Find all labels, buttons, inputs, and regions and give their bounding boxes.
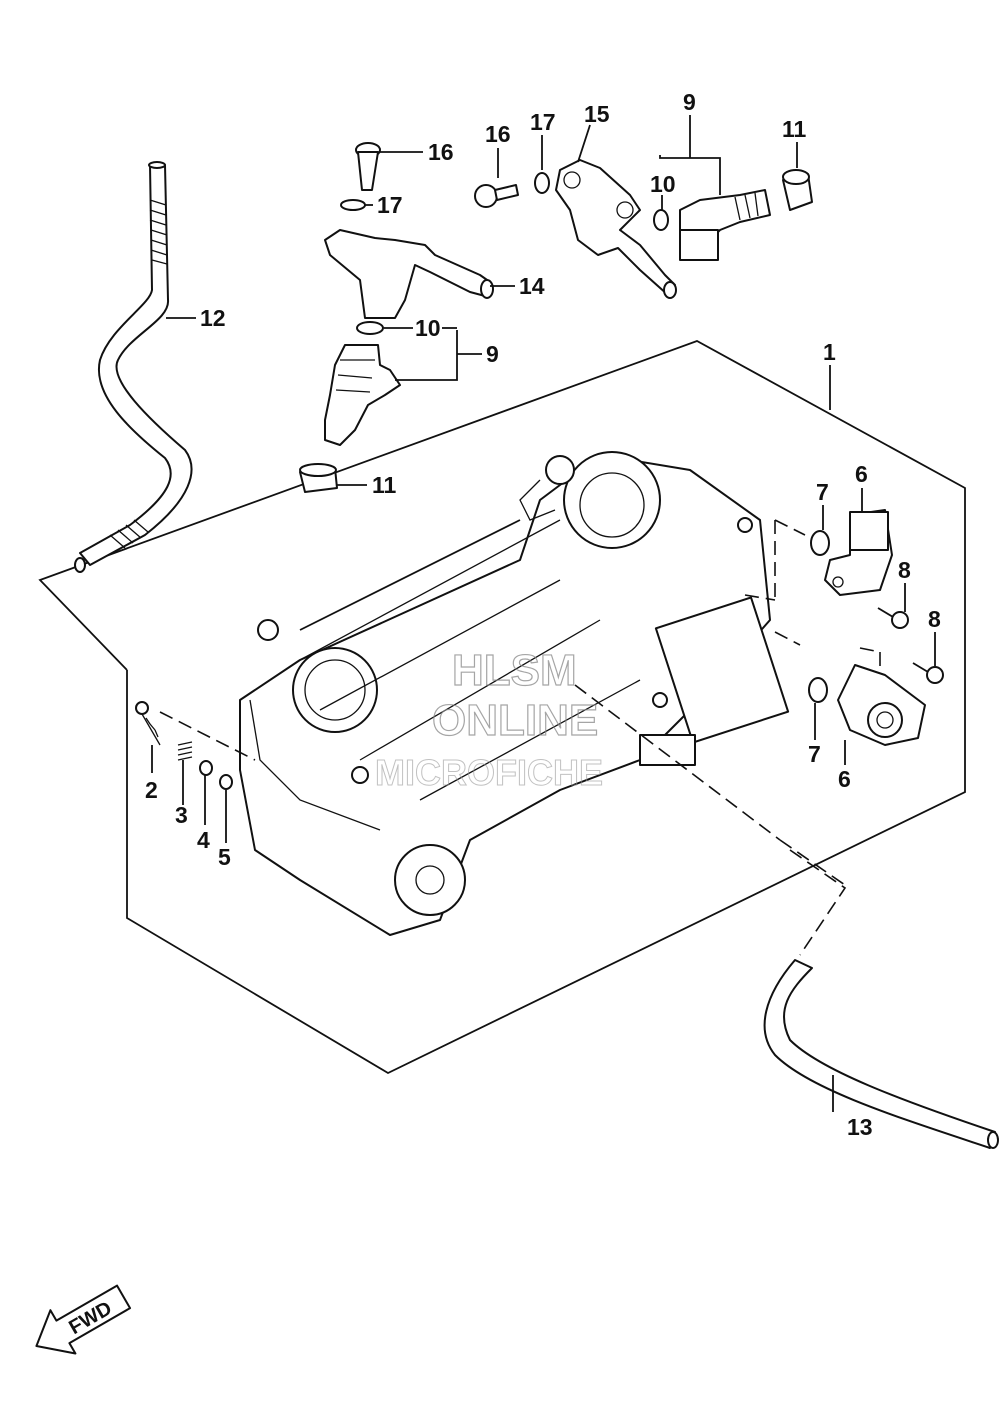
throttle-body-assembly bbox=[239, 451, 790, 936]
callout-17-left: 17 bbox=[377, 192, 403, 218]
o-ring-10-right bbox=[653, 209, 669, 231]
callout-8-upper: 8 bbox=[898, 557, 911, 583]
callout-labels: 1 2 3 4 5 6 6 7 7 8 8 9 9 10 10 11 11 12… bbox=[145, 89, 941, 1140]
fwd-arrow-icon: FWD bbox=[35, 1284, 132, 1355]
callout-7-upper: 7 bbox=[816, 479, 829, 505]
injector-9-left bbox=[324, 344, 401, 446]
callout-8-lower: 8 bbox=[928, 606, 941, 632]
sensor-6-upper bbox=[824, 509, 893, 596]
screw-2 bbox=[135, 701, 161, 746]
watermark-line1: HLSM bbox=[452, 646, 577, 695]
callout-9-left: 9 bbox=[486, 341, 499, 367]
callout-15: 15 bbox=[584, 101, 610, 127]
screw-8-upper bbox=[877, 607, 909, 629]
callout-13: 13 bbox=[847, 1114, 873, 1140]
washer-4 bbox=[199, 760, 213, 776]
callout-11-right: 11 bbox=[782, 116, 807, 142]
callout-16-right: 16 bbox=[485, 121, 511, 147]
alignment-lines bbox=[159, 519, 881, 956]
callout-10-right: 10 bbox=[650, 171, 676, 197]
callout-16-left: 16 bbox=[428, 139, 454, 165]
callout-5: 5 bbox=[218, 844, 231, 870]
washer-17-left bbox=[340, 199, 366, 211]
callout-4: 4 bbox=[197, 827, 210, 853]
callout-7-lower: 7 bbox=[808, 741, 821, 767]
hose-12 bbox=[74, 161, 193, 573]
callout-3: 3 bbox=[175, 802, 188, 828]
bolt-16-right bbox=[474, 184, 519, 208]
callout-6-upper: 6 bbox=[855, 461, 868, 487]
bolt-16 bbox=[355, 142, 381, 191]
sensor-6-lower bbox=[837, 664, 926, 746]
callout-11-left: 11 bbox=[372, 472, 397, 498]
watermark-line3: MICROFICHE bbox=[375, 752, 603, 793]
callout-12: 12 bbox=[200, 305, 226, 331]
callout-6-lower: 6 bbox=[838, 766, 851, 792]
o-ring-10-left bbox=[356, 321, 384, 335]
seal-11-right bbox=[782, 169, 813, 211]
leader-lines bbox=[151, 115, 936, 1112]
callout-1: 1 bbox=[823, 339, 836, 365]
watermark-line2: ONLINE bbox=[432, 696, 598, 745]
screw-8-lower bbox=[912, 662, 944, 684]
seal-11-left bbox=[299, 463, 338, 493]
delivery-pipe-14 bbox=[324, 229, 494, 319]
o-ring-7-upper bbox=[810, 530, 830, 556]
assembly-boundary bbox=[38, 340, 966, 1075]
callout-2: 2 bbox=[145, 777, 158, 803]
watermark: HLSM ONLINE MICROFICHE bbox=[375, 645, 604, 793]
callout-10-left: 10 bbox=[415, 315, 441, 341]
o-ring-5 bbox=[219, 774, 233, 790]
hose-13 bbox=[763, 959, 999, 1149]
washer-17-right bbox=[534, 172, 550, 194]
callout-14: 14 bbox=[519, 273, 545, 299]
injector-9-right bbox=[679, 189, 771, 261]
delivery-pipe-15 bbox=[555, 159, 677, 299]
callout-17-right: 17 bbox=[530, 109, 556, 135]
callout-9-right: 9 bbox=[683, 89, 696, 115]
spring-3 bbox=[177, 741, 193, 761]
o-ring-7-lower bbox=[808, 677, 828, 703]
